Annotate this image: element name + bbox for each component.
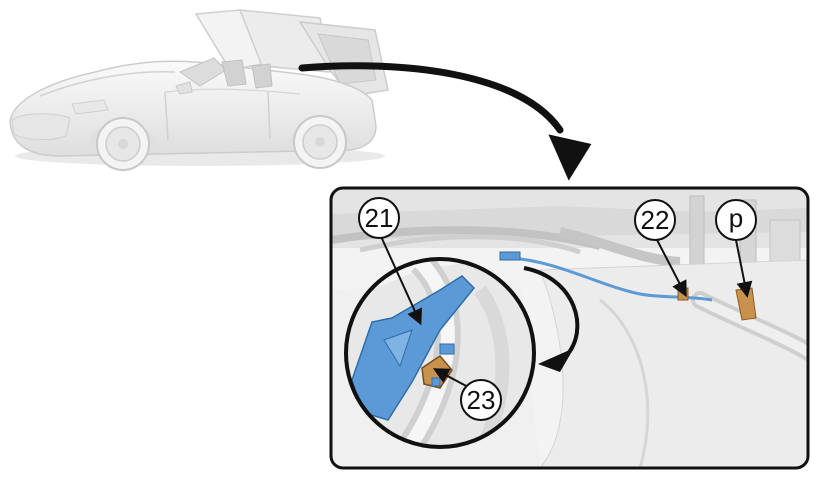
blue-part-21 [351, 275, 476, 421]
zoom-circle-border [344, 257, 536, 449]
leader-lines [378, 231, 753, 389]
callout-23: 23 [460, 379, 502, 421]
car-illustration [9, 9, 389, 171]
callout-22-label: 22 [641, 205, 670, 235]
blue-connector [499, 251, 521, 261]
callout-p-label: p [729, 203, 743, 233]
detail-frame [329, 186, 810, 470]
callout-22: 22 [634, 199, 676, 241]
locator-arrow [298, 62, 592, 181]
callout-21-label: 21 [365, 203, 394, 233]
callout-p: p [715, 199, 757, 241]
callout-23-label: 23 [467, 385, 496, 415]
callout-21: 21 [358, 197, 400, 239]
